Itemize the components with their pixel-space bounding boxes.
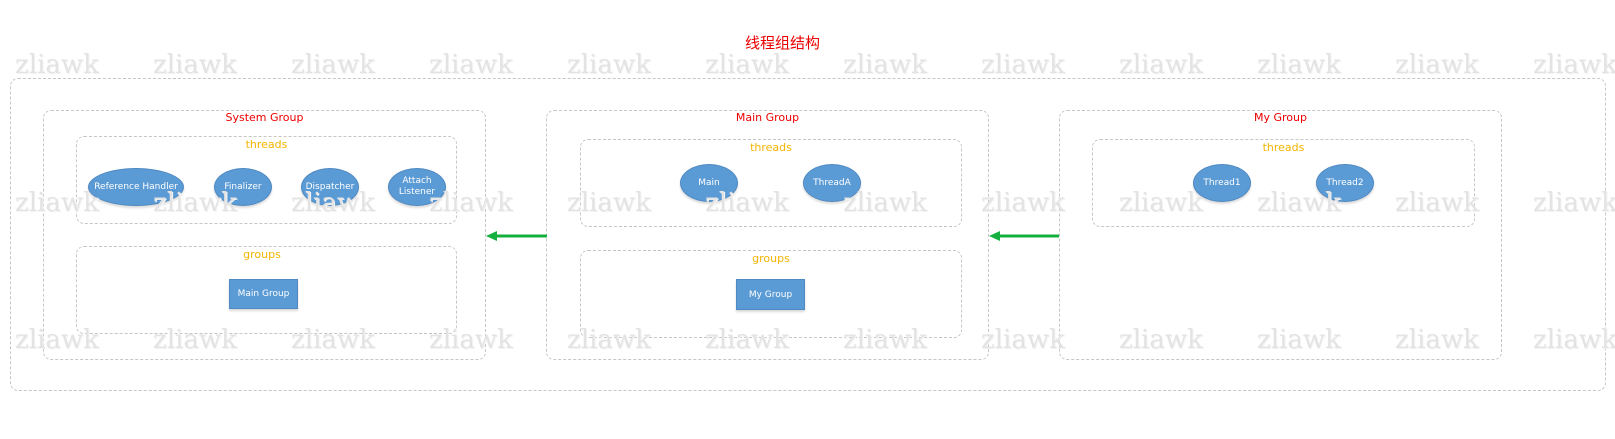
my-threads-box [1092, 139, 1475, 227]
thread-thread1[interactable]: Thread1 [1193, 164, 1251, 202]
thread-thread2[interactable]: Thread2 [1316, 164, 1374, 202]
main-groups-label: groups [752, 252, 790, 265]
main-group-label: Main Group [735, 111, 800, 124]
thread-reference-handler[interactable]: Reference Handler [88, 168, 184, 206]
main-threads-label: threads [750, 141, 792, 154]
subgroup-main-group[interactable]: Main Group [229, 279, 298, 309]
system-groups-label: groups [243, 248, 281, 261]
thread-finalizer[interactable]: Finalizer [214, 168, 272, 206]
main-threads-box [580, 139, 962, 227]
thread-dispatcher[interactable]: Dispatcher [301, 168, 359, 206]
thread-attach-listener[interactable]: Attach Listener [388, 168, 446, 206]
thread-threada[interactable]: ThreadA [803, 164, 861, 202]
my-group-label: My Group [1254, 111, 1307, 124]
outer-container [10, 78, 1606, 391]
diagram-title: 线程组结构 [744, 34, 820, 52]
system-group-label: System Group [225, 111, 304, 124]
system-threads-label: threads [245, 138, 288, 151]
my-group-box [1059, 110, 1502, 360]
subgroup-my-group[interactable]: My Group [736, 279, 805, 310]
thread-main[interactable]: Main [680, 164, 738, 202]
arrow-main-to-system [486, 231, 547, 241]
my-threads-label: threads [1262, 141, 1305, 154]
arrow-my-to-main [989, 231, 1059, 241]
system-group-box [43, 110, 486, 360]
main-groups-box [580, 250, 962, 338]
system-threads-box [76, 136, 457, 224]
system-groups-box [76, 246, 457, 334]
